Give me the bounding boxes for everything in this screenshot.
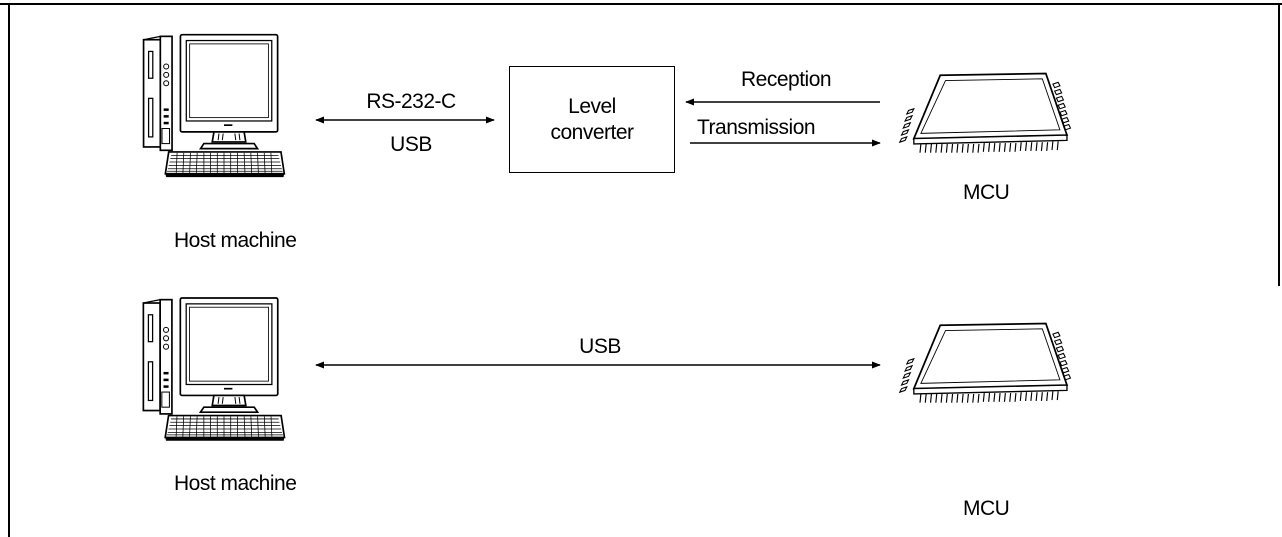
mcu-label-bottom: MCU xyxy=(963,497,1009,521)
host-machine-label-bottom: Host machine xyxy=(174,472,296,496)
transmission-label: Transmission xyxy=(697,116,815,140)
mcu-chip-icon xyxy=(900,74,1071,153)
reception-label: Reception xyxy=(741,68,831,92)
mcu-chip-icon-2 xyxy=(900,324,1071,403)
mcu-label-top: MCU xyxy=(963,181,1009,205)
level-converter-line2: converter xyxy=(550,120,633,146)
usb-label-bottom: USB xyxy=(545,335,655,359)
host-computer-icon-2 xyxy=(143,298,284,441)
rs232c-label: RS-232-C xyxy=(356,90,466,114)
level-converter-box: Level converter xyxy=(509,66,675,173)
usb-label-top: USB xyxy=(356,133,466,157)
host-computer-icon xyxy=(144,35,285,177)
host-machine-label-top: Host machine xyxy=(174,229,296,253)
level-converter-line1: Level xyxy=(550,94,633,120)
